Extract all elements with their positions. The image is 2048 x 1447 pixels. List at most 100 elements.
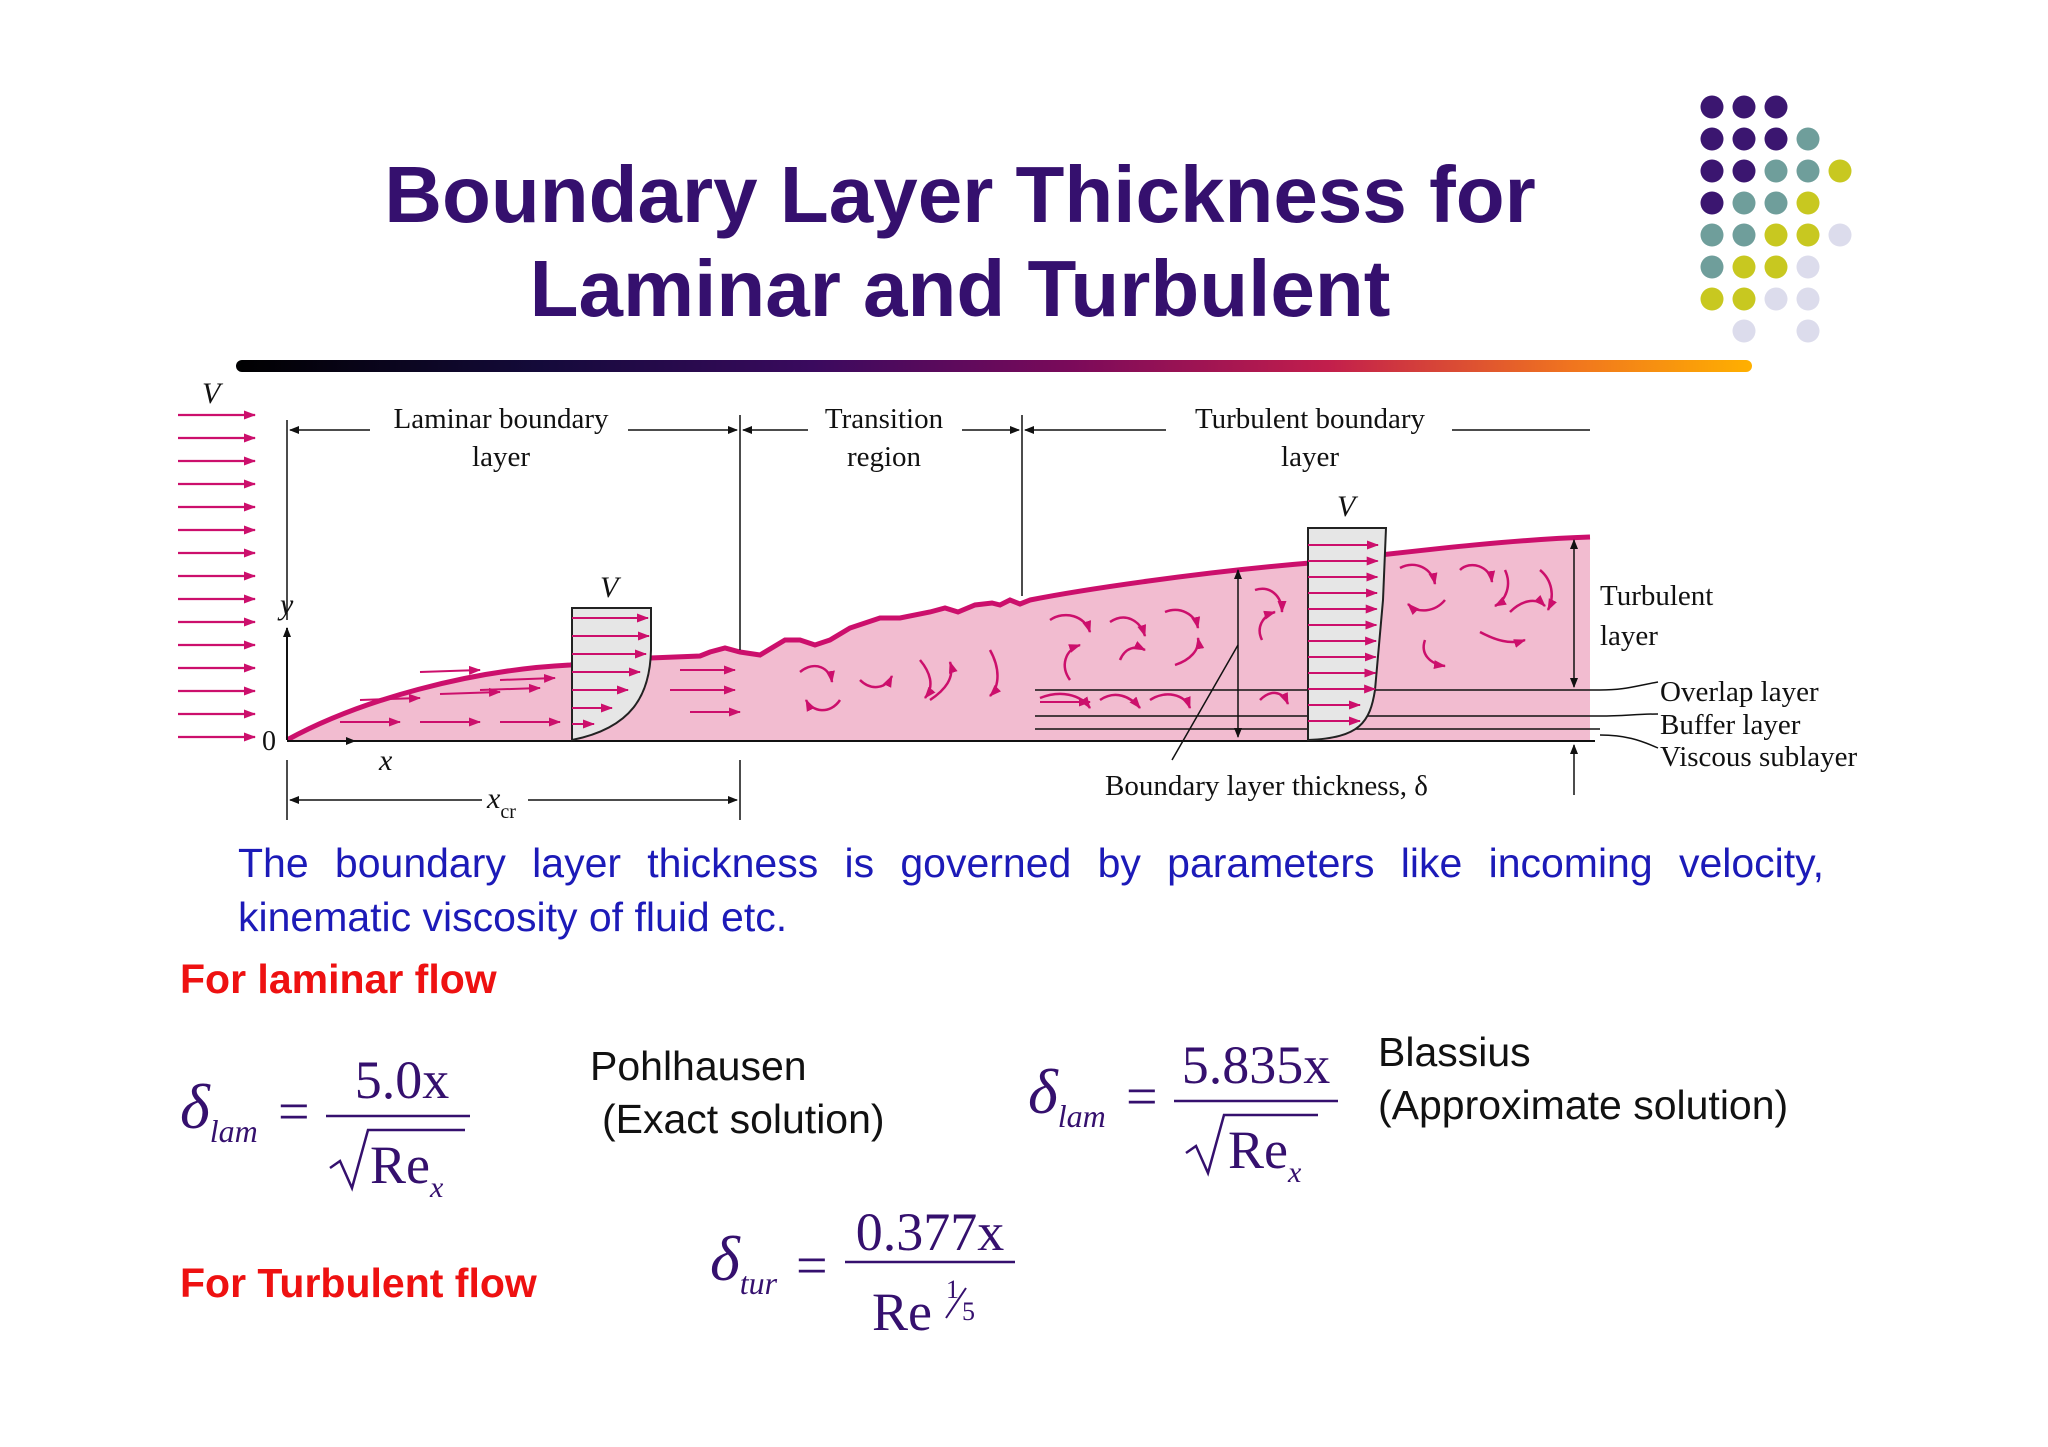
decor-dot [1764,127,1788,151]
turbulent-heading: For Turbulent flow [180,1260,537,1306]
eddy-arrow [1063,643,1081,681]
title-line-2: Laminar and Turbulent [529,244,1391,333]
turbulent-eddies [799,563,1557,712]
eddy-arrow [1509,595,1546,613]
eddy-arrow [1539,569,1557,611]
eddy-arrow [1479,630,1526,648]
turbulent-profile-label: V [1337,490,1359,523]
decor-dot [1796,255,1820,279]
blasius-equals: = [1126,1066,1158,1128]
decor-dot [1700,191,1724,215]
freestream-arrows [178,410,256,742]
blasius-den-sub: x [1287,1156,1302,1185]
laminar-region-label-1: Laminar boundary [393,403,609,435]
flow-arrow [439,687,501,697]
laminar-flow-arrows [340,665,1091,727]
turbulent-exp-num: 1 [946,1275,959,1304]
decor-dot [1796,223,1820,247]
blasius-note: Blassius (Approximate solution) [1378,1026,1788,1132]
eddy-arrow [1049,613,1092,633]
eddy-arrow [799,664,835,683]
decor-dot [1764,159,1788,183]
turbulent-region-label-2: layer [1281,441,1339,473]
decor-dot [1764,223,1788,247]
decor-dot [1764,255,1788,279]
eddy-arrow [1039,692,1092,709]
pohlhausen-desc: (Exact solution) [602,1096,885,1142]
pohlhausen-denominator: Rex [370,1135,444,1200]
decor-dot [1700,255,1724,279]
xcr-subscript: cr [500,801,516,823]
pohlhausen-note: Pohlhausen (Exact solution) [590,1040,885,1146]
decor-dot [1732,287,1756,311]
eddy-arrow [1254,587,1287,613]
decor-dot [1700,127,1724,151]
x-axis-label: x [378,744,393,777]
eddy-arrow [1422,639,1446,670]
blasius-radical [1185,1113,1318,1177]
turbulent-exp-slash [945,1287,967,1319]
transition-region-label-2: region [847,441,922,473]
pohlhausen-sub: lam [210,1113,258,1149]
decor-dot [1796,319,1820,343]
turbulent-sub: tur [740,1265,778,1301]
boundary-layer-edge [285,534,1591,743]
decor-dot [1732,191,1756,215]
flow-arrow [499,673,556,683]
eddy-arrow [1118,641,1146,661]
overlap-layer-label: Overlap layer [1660,676,1819,708]
decor-dot [1700,287,1724,311]
laminar-profile-label: V [600,571,622,604]
turbulent-denominator: Re [872,1282,932,1342]
decor-dot [1796,191,1820,215]
title-line-1: Boundary Layer Thickness for [384,150,1536,239]
turbulent-delta: δtur [710,1223,778,1301]
pohlhausen-equation: δlam = 5.0x Rex [180,1050,470,1200]
boundary-layer-diagram: V y 0 x Laminar boundary layer Transitio… [178,377,1858,823]
decor-dot [1700,223,1724,247]
decor-dot [1764,287,1788,311]
laminar-region-label-2: layer [472,441,530,473]
eddy-arrow [988,649,1001,697]
decor-dot [1796,127,1820,151]
flow-arrow [359,693,421,703]
eddy-arrow [1399,563,1438,585]
thickness-label: Boundary layer thickness, δ [1105,770,1428,802]
pohlhausen-den-sub: x [429,1171,444,1200]
blasius-sub: lam [1058,1098,1106,1134]
flow-arrow [419,665,481,675]
pohlhausen-equals: = [278,1081,310,1143]
turbulent-profile-arrows [1308,540,1379,726]
xcr-label: xcr [486,782,516,823]
page-title: Boundary Layer Thickness for Laminar and… [300,148,1620,336]
blasius-desc: (Approximate solution) [1378,1082,1789,1128]
blasius-equation: δlam = 5.835x Rex [1028,1035,1338,1185]
decor-dot [1732,127,1756,151]
turbulent-region-label-1: Turbulent boundary [1195,403,1426,435]
decor-dot [1828,159,1852,183]
eddy-arrow [1174,637,1205,667]
eddy-arrow [859,675,894,689]
decor-dot [1732,255,1756,279]
y-axis-label: y [277,588,294,621]
eddy-arrow [1459,563,1496,583]
description-text: The boundary layer thickness is governed… [238,840,1824,940]
decor-dot [1732,95,1756,119]
blasius-delta: δlam [1028,1056,1106,1134]
blasius-numerator: 5.835x [1182,1035,1331,1095]
turbulent-exp-den: 5 [962,1297,975,1326]
pohlhausen-numerator: 5.0x [355,1050,450,1110]
eddy-arrow [804,699,842,712]
freestream-label: V [202,377,224,410]
flow-arrow [479,683,541,693]
eddy-arrow [1109,616,1147,637]
viscous-sublayer-label: Viscous sublayer [1660,741,1858,773]
viscous-leader [1599,734,1659,749]
decor-dot [1796,159,1820,183]
eddy-arrow [1099,693,1141,709]
eddy-arrow [919,659,936,699]
decorative-dot-grid [1700,95,1852,343]
eddy-arrow [1149,693,1192,709]
eddy-arrow [1259,691,1290,705]
decor-dot [1700,95,1724,119]
